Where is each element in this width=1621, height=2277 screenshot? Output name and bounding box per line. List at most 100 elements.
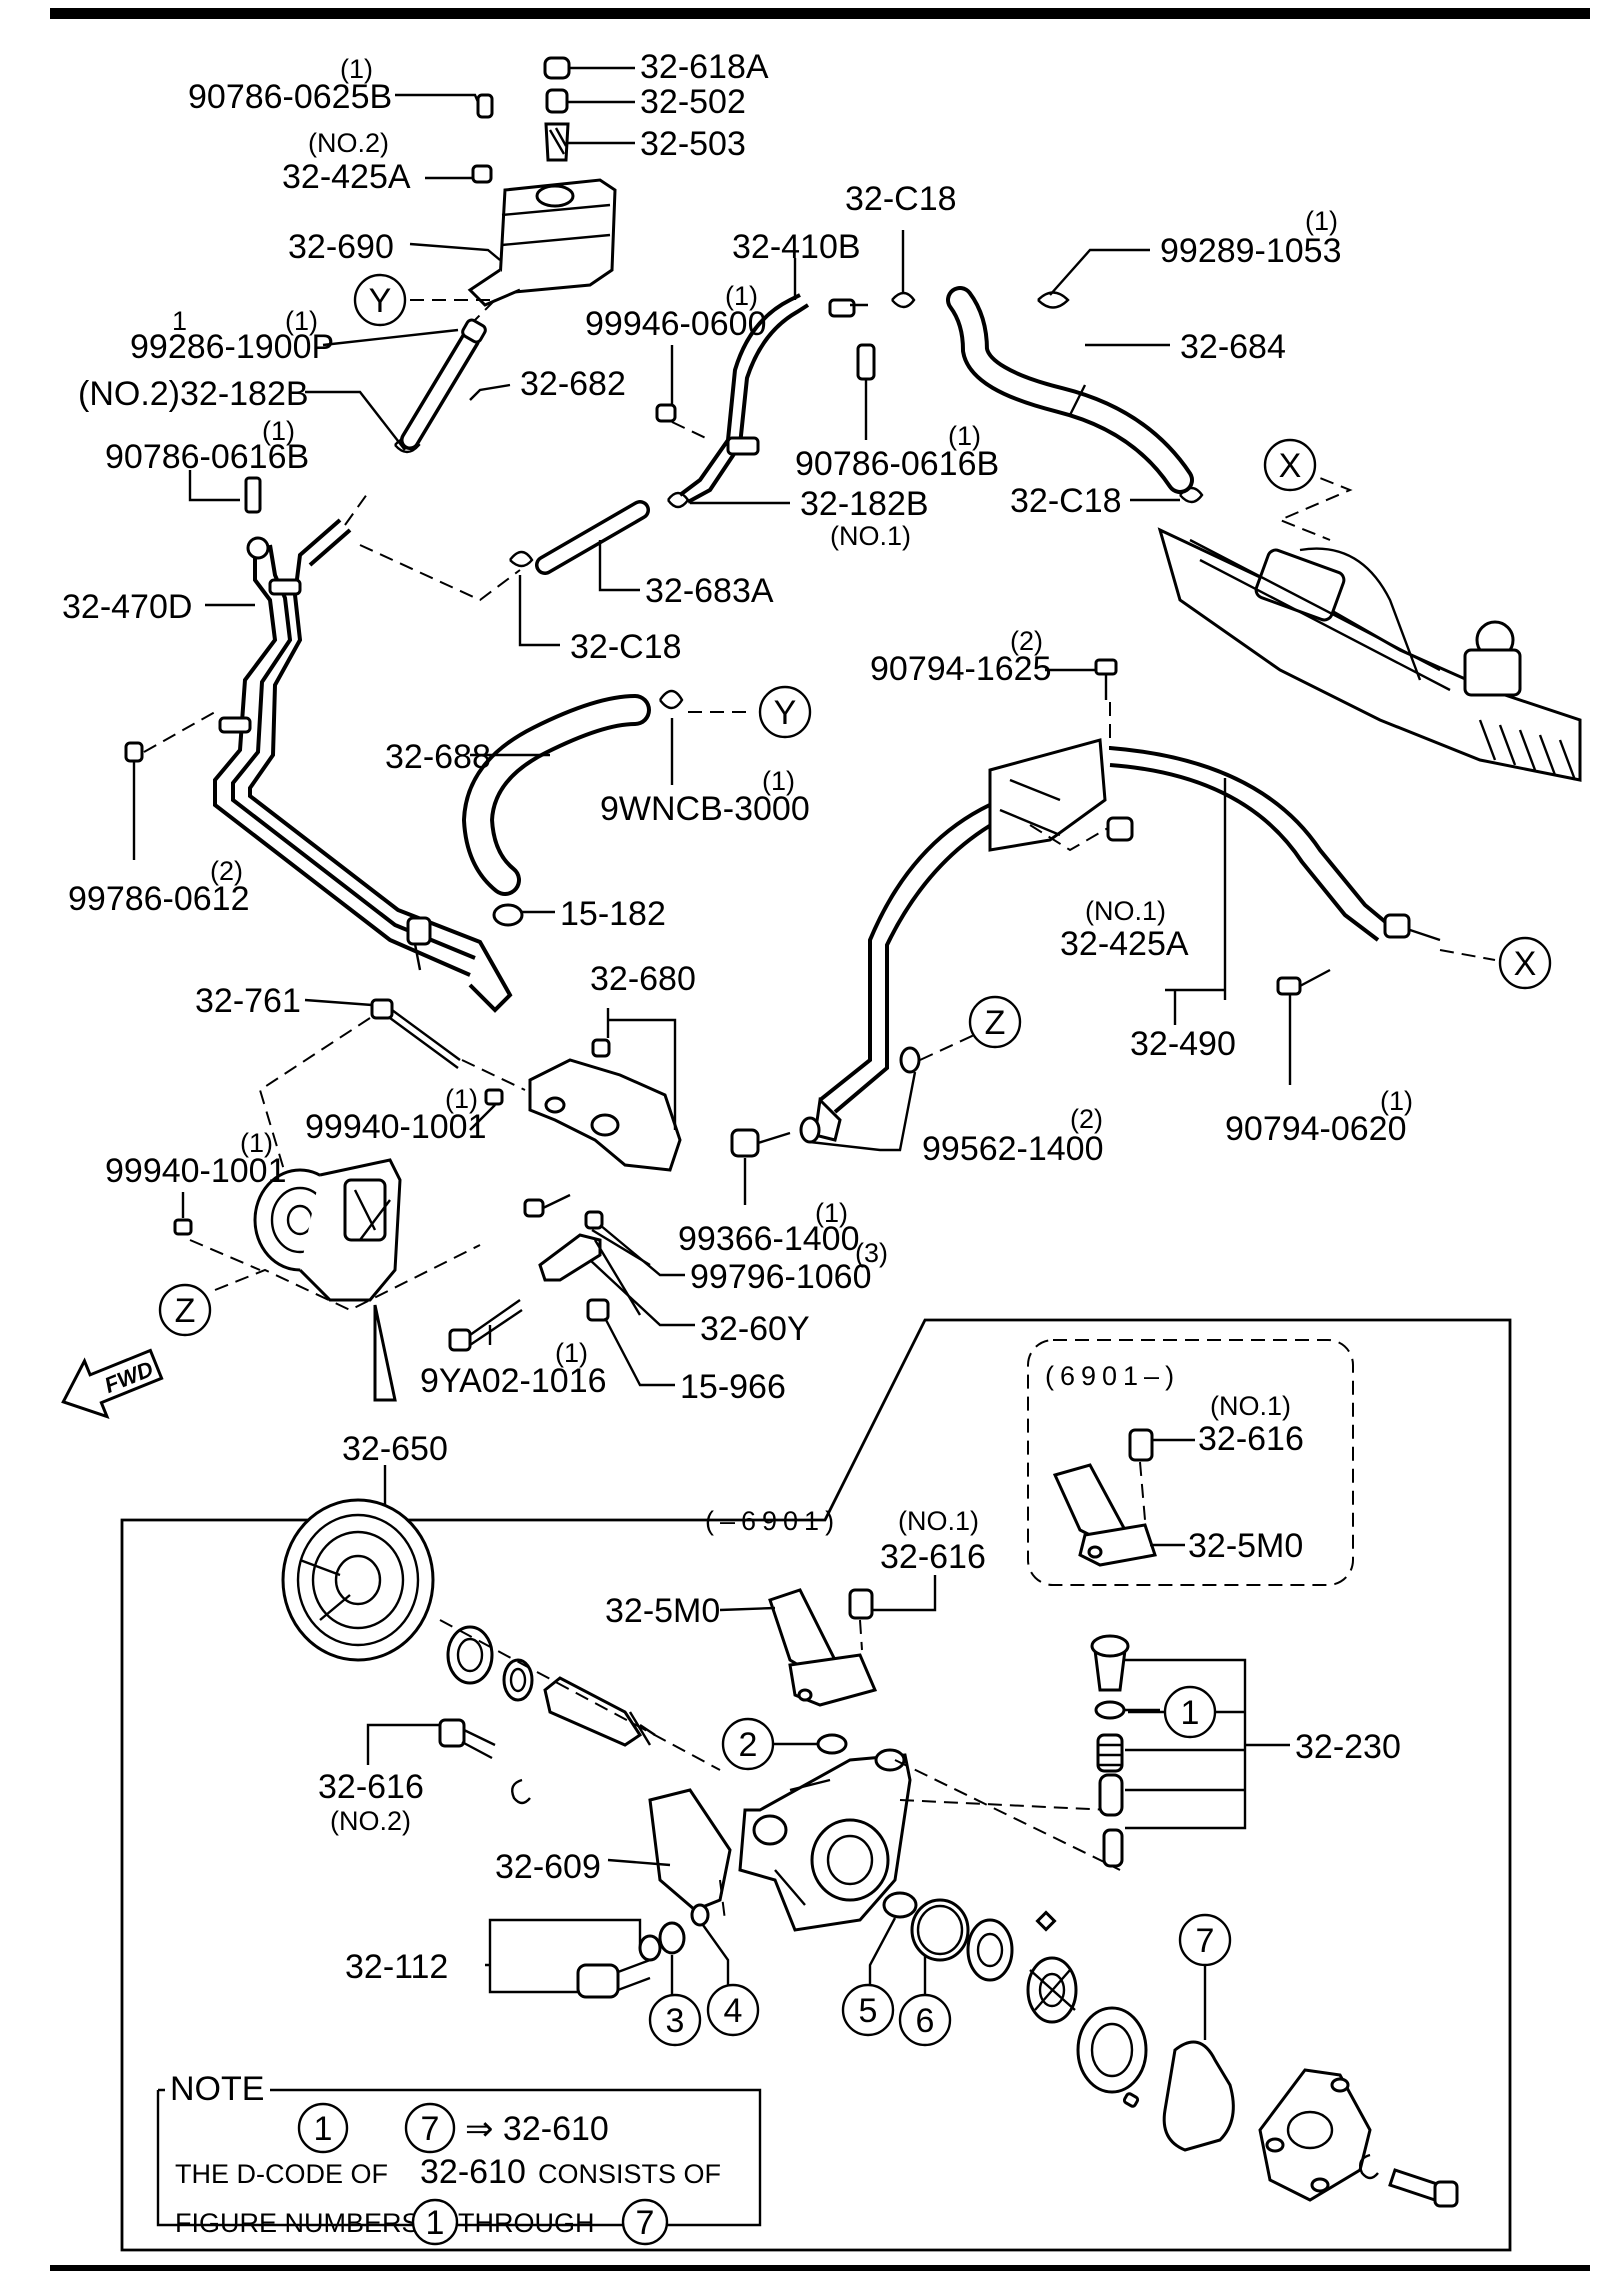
label-90786-0616b-mid: 90786-0616B [795, 445, 999, 483]
qty-90794-1625: (2) [1010, 626, 1043, 656]
top-border [50, 8, 1590, 19]
dash-99940-b [189, 1239, 261, 1271]
qty-99366-1400: (1) [815, 1198, 848, 1228]
clip-99286-1900p [461, 318, 487, 344]
leader-c18-mid [518, 575, 560, 647]
ref-y-top [353, 273, 407, 327]
hose-32-490 [813, 738, 1441, 1142]
fig-number-5-label: 5 [859, 1992, 878, 2030]
note-line2-circle-b-label: 7 [636, 2204, 655, 2242]
bolt-rear [1388, 2168, 1459, 2208]
gasket-7 [1162, 2040, 1235, 2152]
washer-99562-1400-a [799, 1116, 821, 1144]
label-90794-0620: 90794-0620 [1225, 1110, 1407, 1148]
rear-cover [1258, 2068, 1372, 2202]
hose-32-684 [946, 286, 1194, 494]
label-32-425a-no1: 32-425A [1060, 925, 1189, 963]
bracket-32-490 [1165, 778, 1227, 1005]
label-32-60y: 32-60Y [700, 1310, 810, 1348]
reservoir-tank [467, 178, 617, 307]
bolt-99366-1400-shaft [757, 1131, 791, 1145]
bolt-32-616-old [848, 1588, 874, 1620]
bolts-mount [448, 1193, 651, 1352]
qty-90786-0616b-mid: (1) [948, 421, 981, 451]
note-line1-b: CONSISTS OF [538, 2159, 721, 2189]
reservoir-cap [543, 56, 571, 162]
fig-number-6 [898, 1993, 952, 2047]
label-32-410b: 32-410B [732, 228, 861, 266]
label-9ya02-1016: 9YA02-1016 [420, 1362, 607, 1400]
qty-99786-0612: (2) [210, 856, 243, 886]
dash-616-old [859, 1619, 863, 1651]
qty-99946-0600: (1) [725, 281, 758, 311]
label-99796-1060: 99796-1060 [690, 1258, 872, 1296]
note-circle-a [297, 2102, 349, 2154]
o-ring-2 [816, 1733, 848, 1755]
label-9wncb-3000: 9WNCB-3000 [600, 790, 810, 828]
bolt-32-616-no2 [438, 1718, 496, 1760]
qty-32-425a-no1: (NO.1) [1085, 896, 1166, 926]
dash-761 [258, 1017, 526, 1191]
fig-number-2 [721, 1717, 775, 1771]
fig-number-3 [648, 1993, 702, 2047]
pump-assembly [253, 1158, 402, 1302]
qty-9ya02-1016: (1) [555, 1338, 588, 1368]
note-circle-b-label: 7 [421, 2110, 440, 2148]
fig-number-4 [706, 1983, 760, 2037]
leader-15-966 [603, 1317, 675, 1387]
qty-90786-0616b-left: (1) [262, 416, 295, 446]
leader-683a [598, 540, 640, 592]
label-32-680: 32-680 [590, 960, 696, 998]
snap-ring-rear [1359, 2153, 1379, 2180]
label-90786-0616b-left: 90786-0616B [105, 438, 309, 476]
note-line2-circle-a [411, 2198, 459, 2246]
leader-609 [607, 1858, 671, 1867]
label-15-966: 15-966 [680, 1368, 786, 1406]
leader-circle-5 [868, 1917, 897, 1985]
bottom-border [50, 2265, 1590, 2271]
ref-x-top [1263, 438, 1317, 492]
bolt-90786-0616b-mid [856, 343, 876, 381]
note-line1-code: 32-610 [420, 2153, 526, 2191]
fitting-32-5m0 [768, 1588, 878, 1707]
qty-99562-1400: (2) [1070, 1104, 1103, 1134]
shaft-axis [439, 1619, 721, 1771]
snap-ring-small [511, 1778, 531, 1805]
label-32-616-old: 32-616 [880, 1538, 986, 1576]
bolt-99366-1400 [730, 1128, 760, 1158]
label-90786-0625b: 90786-0625B [188, 78, 392, 116]
bolt-90786-0625b [476, 93, 494, 119]
bolt-90794-0620-shaft [1299, 968, 1331, 988]
pump-body-axis [894, 1759, 1121, 1871]
label-32-5m0-old: 32-5M0 [605, 1592, 720, 1630]
fig-number-4-label: 4 [724, 1992, 743, 2030]
label-99940-1001-b: 99940-1001 [105, 1152, 287, 1190]
leader-60y [589, 1259, 695, 1327]
label-32-502: 32-502 [640, 83, 746, 121]
qty-90786-0625b: (1) [340, 54, 373, 84]
fitting-32-112 [576, 1934, 662, 1999]
note-circle-a-label: 1 [314, 2110, 333, 2148]
ring-6-inner [916, 1904, 964, 1956]
fig-number-1 [1163, 1685, 1217, 1739]
label-99289-1053: 99289-1053 [1160, 232, 1342, 270]
fig-number-5 [841, 1983, 895, 2037]
qty-90794-0620: (1) [1380, 1086, 1413, 1116]
qty-99286-1900p: (1) [285, 306, 318, 336]
label-99286-1900p: 99286-1900P [130, 328, 334, 366]
label-32-230: 32-230 [1295, 1728, 1401, 1766]
label-99366-1400: 99366-1400 [678, 1220, 860, 1258]
note-arrow-text: ⇒ 32-610 [465, 2110, 609, 2148]
qty-99940-1001-b: (1) [240, 1128, 273, 1158]
label-32-470d: 32-470D [62, 588, 192, 626]
fig-number-7-label: 7 [1196, 1922, 1215, 1960]
qty-32-616-old: (NO.1) [898, 1506, 979, 1536]
qty-99940-1001-a: (1) [445, 1084, 478, 1114]
leader-99289 [1049, 248, 1150, 296]
leader-616-no2 [366, 1723, 440, 1765]
pipe-32-410b [678, 293, 868, 504]
steering-rack [1157, 527, 1582, 782]
o-ring-4 [690, 1903, 710, 1927]
label-32-682: 32-682 [520, 365, 626, 403]
shaft [543, 1676, 656, 1747]
